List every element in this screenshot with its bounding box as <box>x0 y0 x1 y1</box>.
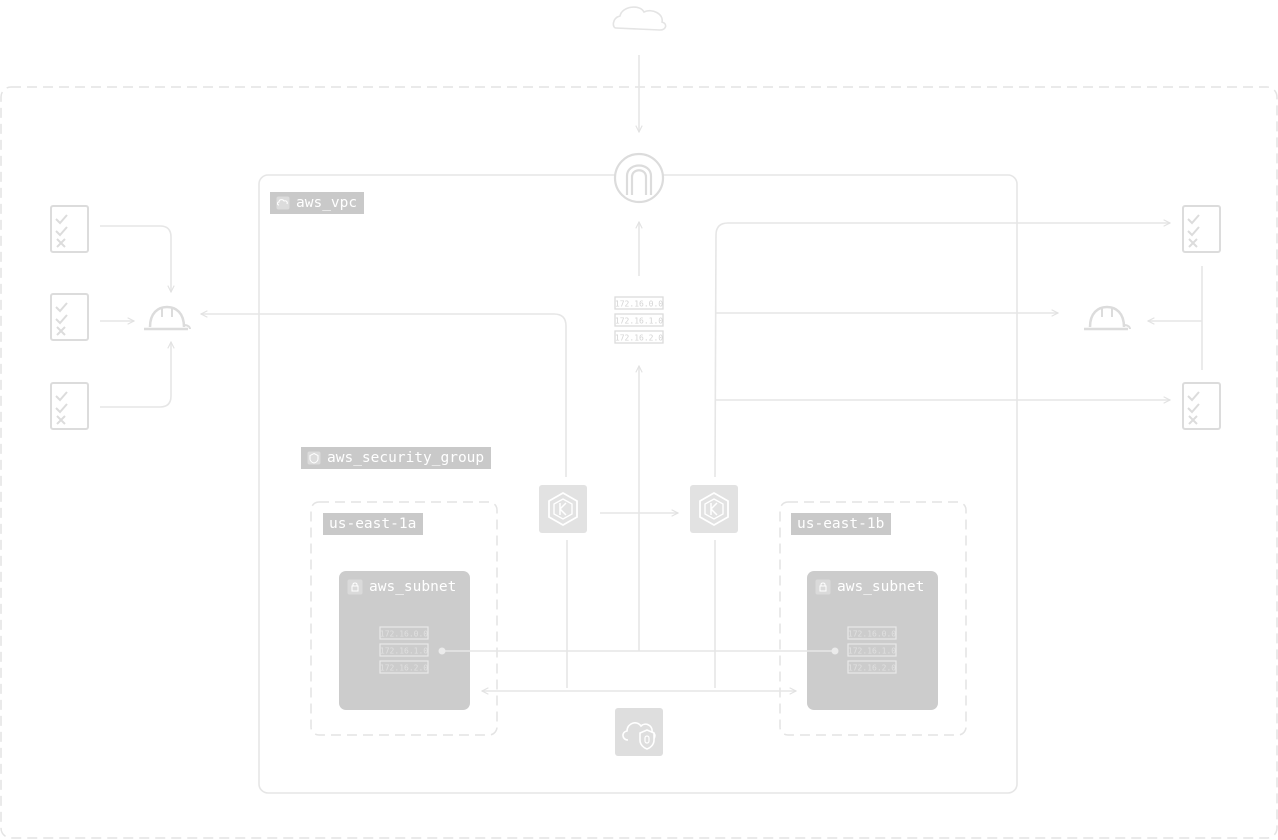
route-entry: 172.16.1.0 <box>380 647 428 656</box>
edges <box>100 222 1203 691</box>
kubernetes-icon <box>689 484 739 534</box>
center-route-table: 172.16.0.0 172.16.1.0 172.16.2.0 <box>614 296 664 344</box>
subnet-a-title: aws_subnet <box>347 579 456 595</box>
az-a-boundary <box>310 501 498 736</box>
az-a-label-text: us-east-1a <box>329 516 417 532</box>
vpc-icon <box>276 196 290 210</box>
az-b-boundary <box>779 501 967 736</box>
route-entry: 172.16.0.0 <box>615 300 663 309</box>
route-entry: 172.16.2.0 <box>615 334 663 343</box>
security-group-icon <box>307 451 321 465</box>
security-group-label: aws_security_group <box>301 447 492 469</box>
subnet-b-title: aws_subnet <box>815 579 924 595</box>
subnet-b-anchor <box>831 647 839 655</box>
hard-hat-icon <box>1082 305 1132 331</box>
cloud-shield-icon <box>615 708 663 756</box>
az-a-label: us-east-1a <box>323 513 424 535</box>
internet-cloud-icon <box>612 6 667 31</box>
checklist-icon <box>1182 205 1221 253</box>
route-entry: 172.16.1.0 <box>615 317 663 326</box>
az-b-label: us-east-1b <box>791 513 892 535</box>
az-b-label-text: us-east-1b <box>797 516 885 532</box>
subnet-b-box <box>807 571 938 710</box>
checklist-icon <box>50 205 89 253</box>
route-entry: 172.16.2.0 <box>380 664 428 673</box>
checklist-icon <box>1182 382 1221 430</box>
route-entry: 172.16.2.0 <box>848 664 896 673</box>
vpc-label: aws_vpc <box>270 192 365 214</box>
subnet-a-box <box>339 571 470 710</box>
internet-gateway-icon <box>613 152 665 204</box>
security-group-label-text: aws_security_group <box>327 450 485 466</box>
route-entry: 172.16.0.0 <box>848 630 896 639</box>
subnet-b-route-table: 172.16.0.0 172.16.1.0 172.16.2.0 <box>847 626 897 674</box>
hard-hat-icon <box>142 305 192 331</box>
kubernetes-icon <box>538 484 588 534</box>
checklist-icon <box>50 293 89 341</box>
subnet-a-route-table: 172.16.0.0 172.16.1.0 172.16.2.0 <box>379 626 429 674</box>
route-entry: 172.16.0.0 <box>380 630 428 639</box>
vpc-label-text: aws_vpc <box>296 195 358 211</box>
checklist-icon <box>50 382 89 430</box>
route-entry: 172.16.1.0 <box>848 647 896 656</box>
lock-icon <box>347 579 363 595</box>
subnet-a-anchor <box>438 647 446 655</box>
subnet-a-title-text: aws_subnet <box>369 579 457 595</box>
lock-icon <box>815 579 831 595</box>
subnet-b-title-text: aws_subnet <box>837 579 925 595</box>
